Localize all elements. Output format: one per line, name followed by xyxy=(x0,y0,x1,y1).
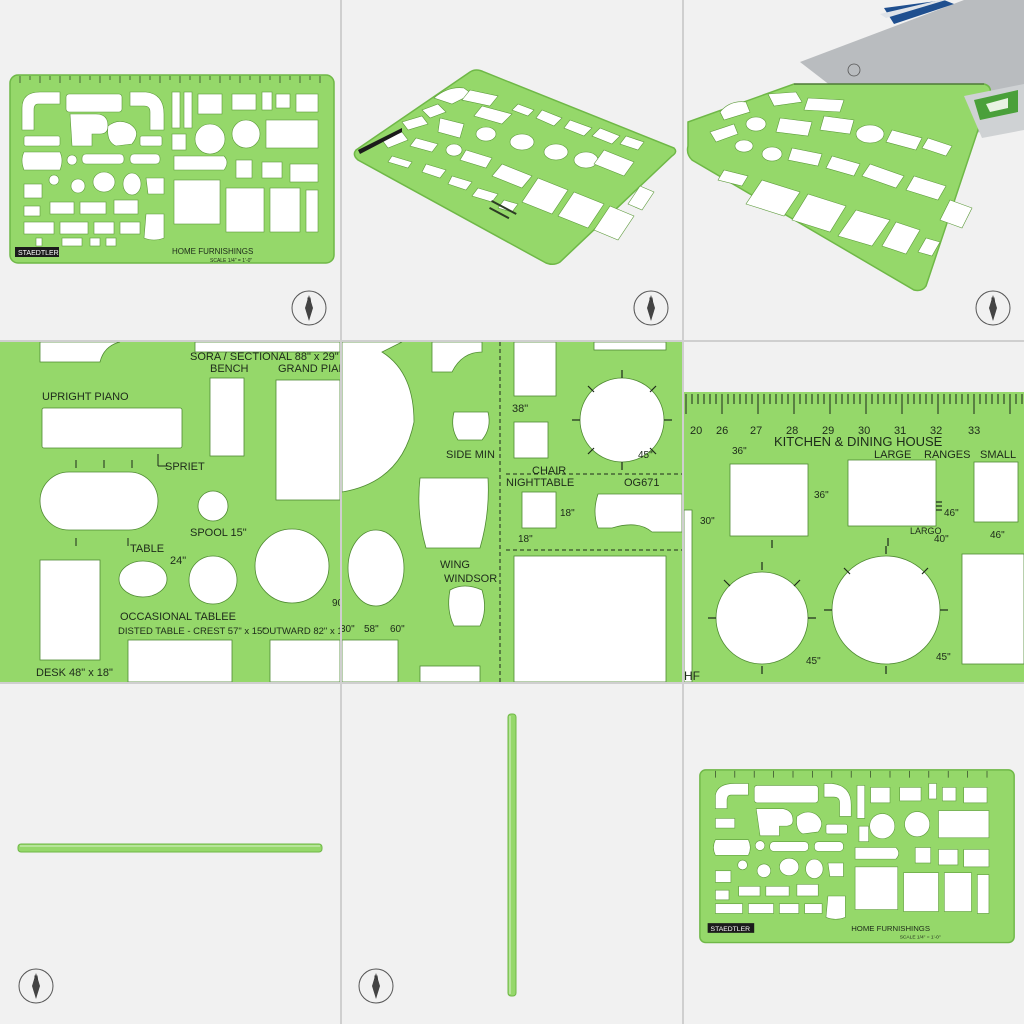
label-occasional: OCCASIONAL TABLEE xyxy=(120,611,236,623)
label-dim-58: 58" xyxy=(364,624,379,635)
label-og671: OG671 xyxy=(624,477,659,489)
label-small: SMALL xyxy=(980,449,1016,461)
label-outward: OUTWARD 82" x 15" xyxy=(262,626,340,637)
label-dim-30: 30" xyxy=(342,624,355,635)
package-tab xyxy=(964,84,1024,138)
label-dim-30: 30" xyxy=(700,516,715,527)
label-windsor: WINDSOR xyxy=(444,573,497,585)
template-edge-horizontal xyxy=(17,843,323,853)
brand-text-small: STAEDTLER xyxy=(711,926,751,933)
label-sofa: SORA / SECTIONAL 88" x 29" xyxy=(190,351,339,363)
label-dim-45a: 45" xyxy=(806,656,821,667)
label-nighttable: NIGHTTABLE xyxy=(506,477,574,489)
label-dim-36a: 36" xyxy=(732,446,747,457)
label-dim-18a: 18" xyxy=(560,508,575,519)
divider xyxy=(0,340,1024,342)
label-dim-45b: 45" xyxy=(936,652,951,663)
label-largo: LARGO xyxy=(910,526,942,536)
ruler-number: 32 xyxy=(930,425,942,437)
label-desk: DESK 48" x 18" xyxy=(36,667,113,679)
label-side-min: SIDE MIN xyxy=(446,449,495,461)
divider xyxy=(0,682,1024,684)
ruler-number: 31 xyxy=(894,425,906,437)
label-kitchen-title: KITCHEN & DINING HOUSE xyxy=(774,434,943,449)
label-bench: BENCH xyxy=(210,363,249,375)
label-dim-46a: 46" xyxy=(944,508,959,519)
label-disted: DISTED TABLE - CREST 57" x 15" xyxy=(118,626,266,637)
label-dim-90: 90" xyxy=(332,598,340,609)
label-chair: CHAIR xyxy=(532,465,566,477)
label-large: LARGE xyxy=(874,449,911,461)
svg-text:N: N xyxy=(34,976,38,982)
template-edge-vertical xyxy=(507,713,517,997)
cell-detail-chairs: 38" SIDE MIN CHAIR NIGHTTABLE OG671 45" … xyxy=(342,342,682,682)
label-dim-40: 40" xyxy=(934,534,949,545)
template-small: STAEDTLER HOME FURNISHINGS SCALE 1/4" = … xyxy=(699,769,1015,944)
ruler-number: 26 xyxy=(716,425,728,437)
ruler-number: 20 xyxy=(690,425,702,437)
compass-icon: N xyxy=(358,968,394,1004)
template-front: STAEDTLER HOME FURNISHINGS SCALE 1/4" = … xyxy=(9,74,335,264)
cell-template-packaged: N xyxy=(684,0,1024,340)
label-upright-piano: UPRIGHT PIANO xyxy=(42,391,129,403)
ruler-number: 30 xyxy=(858,425,870,437)
svg-text:N: N xyxy=(649,298,653,304)
label-dim-60: 60" xyxy=(390,624,405,635)
cell-edge-vertical: N xyxy=(342,684,682,1024)
label-dim-24: 24" xyxy=(170,555,186,567)
template-scale: SCALE 1/4" = 1'-0" xyxy=(210,258,252,264)
label-dim-46b: 46" xyxy=(990,530,1005,541)
label-grand-piano: GRAND PIANO 38" x 10" xyxy=(278,363,340,375)
compass-icon: N xyxy=(975,290,1011,326)
label-ranges: RANGES xyxy=(924,449,970,461)
template-scale-small: SCALE 1/4" = 1'-0" xyxy=(900,935,941,941)
label-dim-38: 38" xyxy=(512,403,528,415)
compass-icon: N xyxy=(291,290,327,326)
template-title-small: HOME FURNISHINGS xyxy=(851,924,930,933)
ruler-number: 33 xyxy=(968,425,980,437)
label-dim-45: 45" xyxy=(638,450,653,461)
brand-label xyxy=(15,247,59,257)
label-spriet: SPRIET xyxy=(165,461,205,473)
cell-template-front: STAEDTLER HOME FURNISHINGS SCALE 1/4" = … xyxy=(0,0,340,340)
label-table: TABLE xyxy=(130,543,164,555)
svg-text:N: N xyxy=(991,298,995,304)
cell-template-angled: N xyxy=(342,0,682,340)
divider xyxy=(340,0,342,1024)
label-wing: WING xyxy=(440,559,470,571)
ruler-number: 27 xyxy=(750,425,762,437)
divider xyxy=(682,0,684,1024)
cell-template-small: STAEDTLER HOME FURNISHINGS SCALE 1/4" = … xyxy=(684,684,1024,1024)
label-hf: HF xyxy=(684,669,700,682)
compass-icon: N xyxy=(633,290,669,326)
cell-edge-horizontal: N xyxy=(0,684,340,1024)
ruler-number: 29 xyxy=(822,425,834,437)
template-title: HOME FURNISHINGS xyxy=(172,247,253,256)
compass-icon: N xyxy=(18,968,54,1004)
cell-detail-furniture: SORA / SECTIONAL 88" x 29" BENCH GRAND P… xyxy=(0,342,340,682)
ruler xyxy=(685,394,1023,414)
ruler-number: 28 xyxy=(786,425,798,437)
label-spool: SPOOL 15" xyxy=(190,527,247,539)
template-angled-2 xyxy=(686,83,992,292)
svg-text:N: N xyxy=(307,298,311,304)
label-dim-36b: 36" xyxy=(814,490,829,501)
brand-text: STAEDTLER xyxy=(18,250,59,257)
cell-detail-kitchen: 20 26 27 28 29 30 31 32 33 KITCHEN & DINING HOUS… xyxy=(684,342,1024,682)
label-dim-18b: 18" xyxy=(518,534,533,545)
svg-text:N: N xyxy=(374,976,378,982)
template-angled xyxy=(353,69,677,266)
